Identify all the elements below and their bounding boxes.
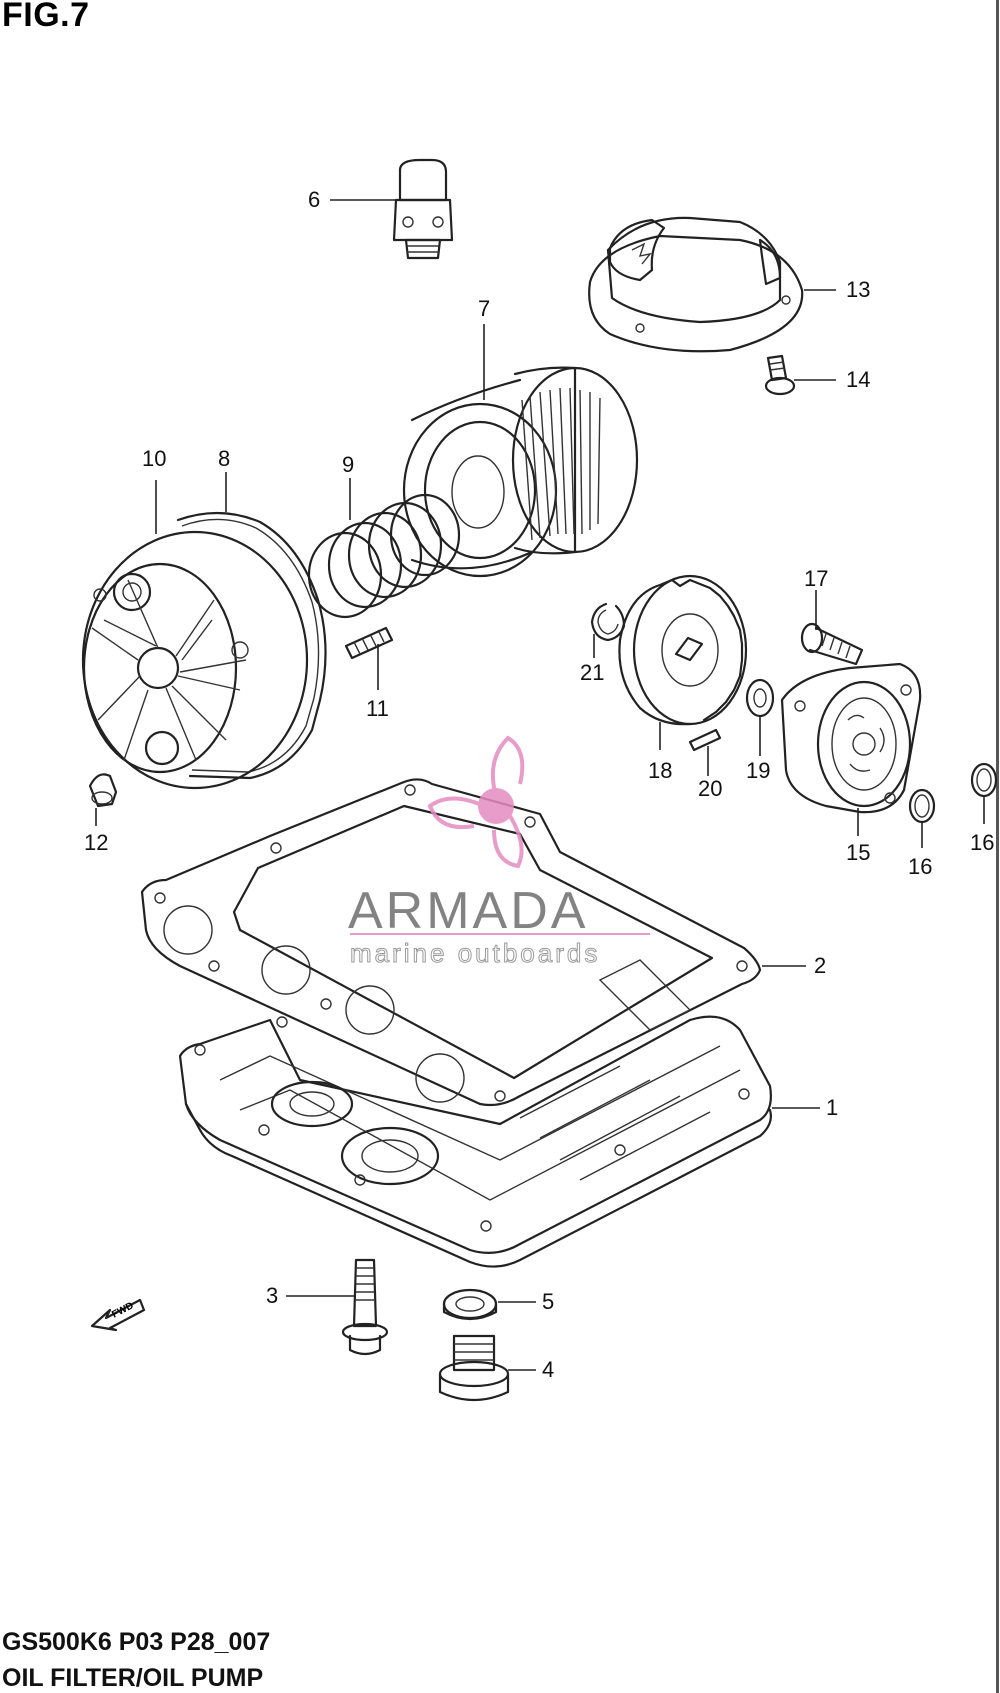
part-10-cover [81, 530, 309, 790]
part-5-washer [442, 1288, 498, 1321]
fwd-arrow-icon: FWD [90, 1298, 146, 1332]
callout-21: 21 [580, 660, 604, 685]
callout-15: 15 [846, 840, 870, 865]
part-16-o-ring-a [908, 788, 936, 824]
callout-20: 20 [698, 776, 722, 801]
callout-2: 2 [814, 953, 826, 978]
callout-10: 10 [142, 446, 166, 471]
part-12-cap-nut [88, 773, 118, 808]
part-2-oil-pan-gasket [140, 778, 762, 1107]
callout-18: 18 [648, 758, 672, 783]
part-3-flange-bolt [341, 1258, 389, 1356]
part-11-stud [344, 626, 394, 660]
page-border [996, 0, 999, 1693]
watermark-tagline: marine outboards [350, 938, 600, 968]
callout-16-a: 16 [908, 854, 932, 879]
callout-14: 14 [846, 367, 870, 392]
watermark-logo: ARMADA marine outboards [348, 735, 650, 969]
watermark-brand: ARMADA [348, 882, 588, 940]
part-15-oil-pump [780, 662, 922, 814]
callout-8: 8 [218, 446, 230, 471]
diagram-title: OIL FILTER/OIL PUMP [2, 1664, 264, 1692]
part-20-pin [688, 728, 722, 752]
callout-16-b: 16 [970, 830, 994, 855]
part-16-o-ring-b [970, 762, 998, 798]
part-13-filter-cap [588, 216, 804, 353]
callout-labels: 6 13 14 7 10 8 9 11 12 17 21 18 20 19 15… [84, 187, 994, 1382]
part-6-oil-plug-sensor [392, 158, 454, 260]
part-8-cover-gasket [176, 511, 327, 780]
callout-6: 6 [308, 187, 320, 212]
diagram-code: GS500K6 P03 P28_007 [2, 1628, 271, 1656]
part-4-drain-plug [438, 1334, 510, 1402]
callout-13: 13 [846, 277, 870, 302]
callout-1: 1 [826, 1095, 838, 1120]
callout-5: 5 [542, 1289, 554, 1314]
part-21-circlip [590, 602, 626, 642]
callout-4: 4 [542, 1357, 554, 1382]
callout-7: 7 [478, 296, 490, 321]
callout-17: 17 [804, 566, 828, 591]
part-14-bolt [764, 354, 796, 396]
figure-title: FIG.7 [2, 0, 90, 34]
part-19-washer [745, 678, 775, 718]
part-1-oil-pan [178, 959, 772, 1268]
leader-lines [95, 199, 985, 1371]
callout-11: 11 [366, 696, 389, 721]
propeller-icon [427, 735, 525, 869]
callout-19: 19 [746, 758, 770, 783]
part-7-oil-filter [402, 366, 639, 578]
part-17-screw [800, 622, 864, 666]
callout-12: 12 [84, 830, 108, 855]
callout-9: 9 [342, 452, 354, 477]
part-9-spring [307, 493, 461, 619]
part-18-pump-gear [618, 574, 748, 726]
callout-3: 3 [266, 1283, 278, 1308]
